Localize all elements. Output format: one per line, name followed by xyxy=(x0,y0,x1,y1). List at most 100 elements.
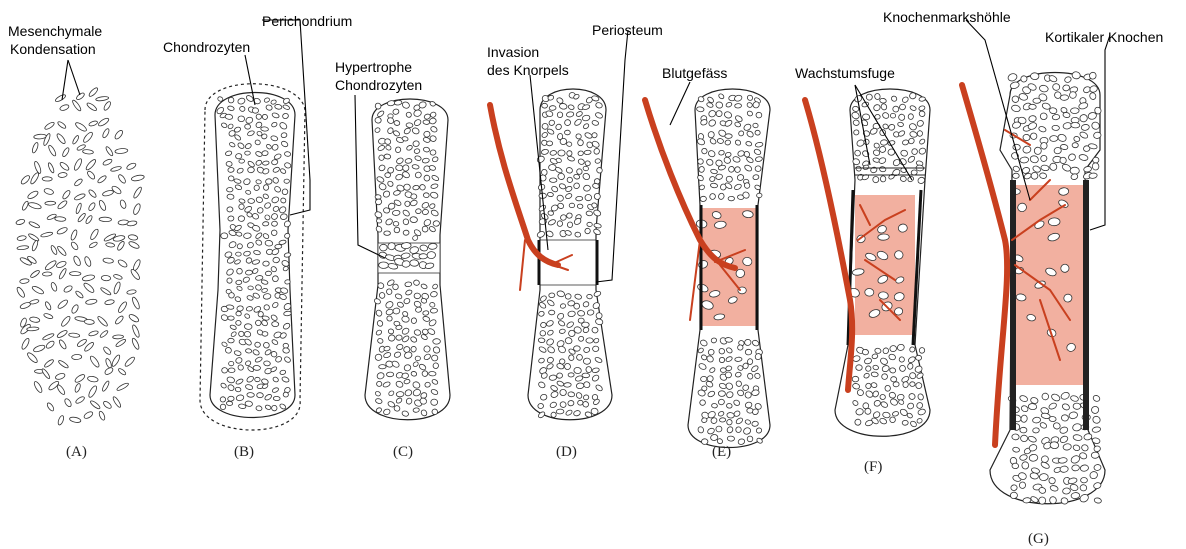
chondrocyte xyxy=(747,436,753,442)
mesenchymal-cell xyxy=(56,133,67,145)
bone-cell xyxy=(1092,426,1101,433)
chondrocyte xyxy=(540,322,546,328)
hypertrophic-chondrocyte xyxy=(427,251,436,259)
bone-trabecula xyxy=(865,288,874,296)
mesenchymal-cell xyxy=(50,282,58,292)
chondrocyte xyxy=(727,436,734,441)
chondrocyte xyxy=(568,354,574,360)
chondrocyte xyxy=(423,131,430,138)
chondrocyte xyxy=(385,173,391,178)
mesenchymal-cell xyxy=(127,289,137,295)
chondrocyte xyxy=(745,349,752,355)
chondrocyte xyxy=(246,306,253,311)
label-invasion: Invasion xyxy=(487,44,539,60)
stage-b-cartilage-model xyxy=(200,84,305,430)
chondrocyte xyxy=(239,204,245,210)
bone-cell xyxy=(1094,497,1102,504)
chondrocyte xyxy=(755,130,761,135)
chondrocyte xyxy=(423,120,430,125)
mesenchymal-cell xyxy=(131,337,140,350)
chondrocyte xyxy=(727,412,735,418)
mesenchymal-cell xyxy=(55,216,66,221)
chondrocyte xyxy=(257,393,264,398)
mesenchymal-cell xyxy=(72,135,80,145)
mesenchymal-cell xyxy=(86,102,98,112)
mesenchymal-cell xyxy=(110,166,122,172)
chondrocyte xyxy=(889,417,895,423)
mesenchymal-cell xyxy=(45,201,56,205)
mesenchymal-cell xyxy=(126,162,137,171)
mesenchymal-cell xyxy=(21,337,31,350)
mesenchymal-cell xyxy=(42,272,52,276)
chondrocyte xyxy=(577,310,585,316)
mesenchymal-cell xyxy=(26,351,39,364)
bone-cell xyxy=(1073,403,1081,410)
chondrocyte xyxy=(565,293,571,299)
chondrocyte xyxy=(424,346,430,352)
chondrocyte xyxy=(262,150,269,156)
chondrocyte xyxy=(401,373,408,379)
mesenchymal-cell xyxy=(89,241,99,249)
mesenchymal-cell xyxy=(100,287,112,296)
mesenchymal-cell xyxy=(47,162,55,173)
mesenchymal-cell xyxy=(98,199,107,211)
chondrocyte xyxy=(433,220,440,226)
chondrocyte xyxy=(413,408,420,413)
hypertrophic-chondrocyte xyxy=(379,244,387,251)
mesenchymal-cell xyxy=(87,376,98,383)
mesenchymal-cell xyxy=(97,175,107,184)
mesenchymal-cell xyxy=(99,330,109,339)
chondrocyte xyxy=(244,323,252,329)
label-chondrozyten-hypertrophe: Chondrozyten xyxy=(335,77,422,93)
mesenchymal-cell xyxy=(56,329,68,339)
chondrocyte xyxy=(262,332,268,337)
mesenchymal-cell xyxy=(58,359,70,369)
chondrocyte xyxy=(428,371,436,376)
chondrocyte xyxy=(556,409,564,414)
chondrocyte xyxy=(263,261,270,266)
bone-cell xyxy=(1071,492,1080,499)
mesenchymal-cell xyxy=(28,201,42,209)
blood-vessel-f xyxy=(805,100,852,390)
label-blutgefaess: Blutgefäss xyxy=(662,65,727,81)
chondrocyte xyxy=(549,105,556,110)
mesenchymal-cell xyxy=(40,231,53,237)
mesenchymal-cell xyxy=(44,358,55,368)
chondrocyte xyxy=(383,207,390,213)
chondrocyte xyxy=(725,134,732,139)
mesenchymal-cell xyxy=(31,285,44,295)
stage-e-ossification xyxy=(645,89,770,448)
mesenchymal-cell xyxy=(101,275,111,281)
chondrocyte xyxy=(404,184,411,190)
bone-cell xyxy=(1039,497,1046,504)
chondrocyte xyxy=(556,373,563,379)
chondrocyte xyxy=(728,196,734,201)
chondrocyte xyxy=(540,331,546,336)
mesenchymal-cell xyxy=(128,234,138,241)
chondrocyte xyxy=(583,358,590,364)
chondrocyte xyxy=(248,286,254,291)
mesenchymal-cell xyxy=(73,158,83,171)
chondrocyte xyxy=(566,212,573,218)
chondrocyte xyxy=(283,343,288,348)
chondrocyte xyxy=(735,103,742,108)
chondrocyte xyxy=(542,123,549,129)
mesenchymal-cell xyxy=(31,142,39,154)
chondrocyte xyxy=(700,376,707,382)
mesenchymal-cell xyxy=(20,174,31,185)
mesenchymal-cell xyxy=(44,121,55,130)
bone-cell xyxy=(1020,427,1027,433)
chondrocyte xyxy=(856,365,862,371)
mesenchymal-cell xyxy=(103,257,114,263)
bone-cell xyxy=(1011,484,1018,491)
bone-cell xyxy=(1023,134,1031,141)
mesenchymal-cell xyxy=(61,147,70,158)
chondrocyte xyxy=(431,355,438,362)
mesenchymal-cell xyxy=(17,235,27,241)
chondrocyte xyxy=(412,185,419,190)
chondrocyte xyxy=(284,179,289,183)
chondrocyte xyxy=(725,337,733,342)
caption-stage-d: (D) xyxy=(556,444,577,460)
mesenchymal-cell xyxy=(75,203,82,215)
chondrocyte xyxy=(893,382,899,387)
